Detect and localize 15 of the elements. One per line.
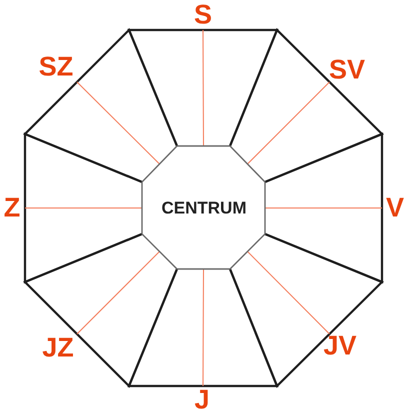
direction-label: SV [328,56,366,84]
direction-label: Z [4,194,20,222]
direction-label: SZ [38,54,74,80]
radial-line [76,82,160,164]
radial-line [202,268,204,386]
radial-line [247,251,330,334]
radial-line [202,30,204,146]
direction-label: V [386,194,404,222]
direction-label: JZ [42,334,74,362]
direction-label: JV [323,332,357,360]
radial-line [76,251,160,334]
direction-label: J [194,386,210,414]
center-label: CENTRUM [162,200,246,216]
direction-label: S [194,2,212,28]
radial-line [247,82,330,164]
